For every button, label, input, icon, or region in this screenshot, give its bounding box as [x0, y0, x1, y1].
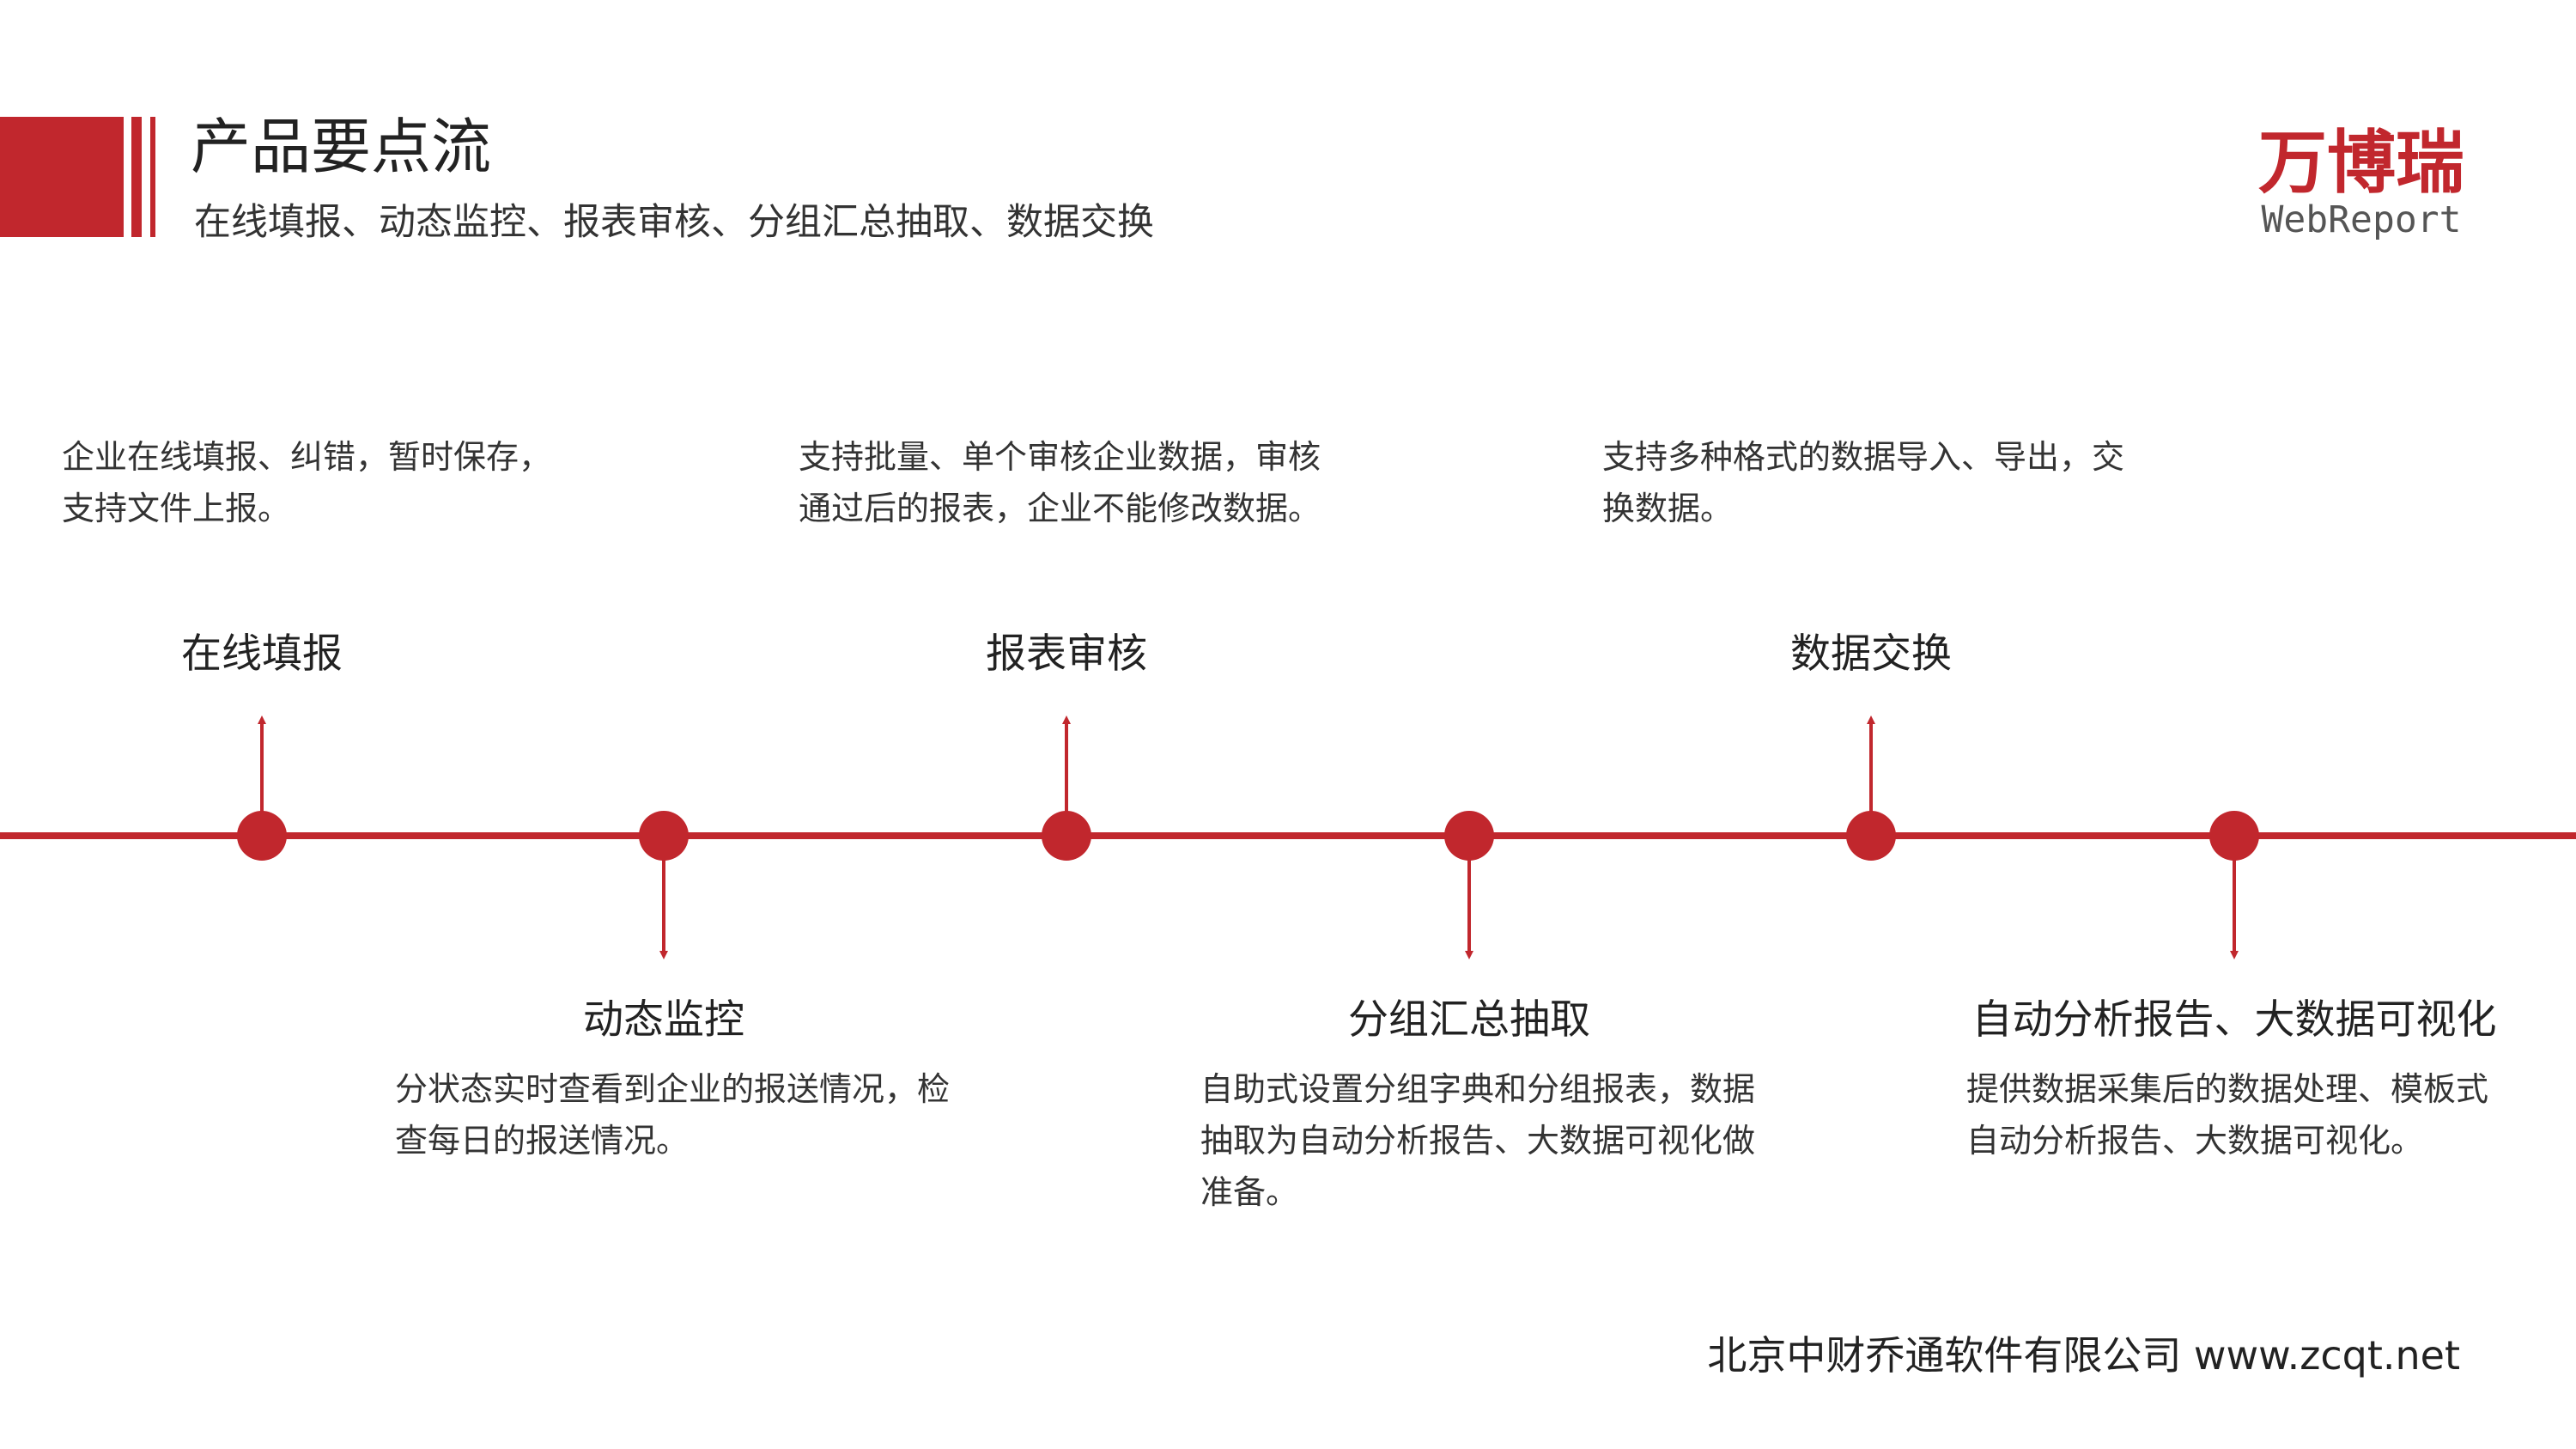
brand-logo-cn: 万博瑞	[2258, 123, 2464, 203]
page-subtitle: 在线填报、动态监控、报表审核、分组汇总抽取、数据交换	[194, 201, 1154, 244]
header-accent-bar-thin	[150, 117, 155, 237]
stage-desc-online-fill: 企业在线填报、纠错，暂时保存，支持文件上报。	[62, 438, 552, 527]
stage-title-online-fill: 在线填报	[181, 630, 343, 678]
stage-dot-5	[2209, 811, 2259, 861]
stage-title-auto-report: 自动分析报告、大数据可视化	[1971, 996, 2497, 1044]
stage-desc-monitoring: 分状态实时查看到企业的报送情况，检查每日的报送情况。	[395, 1070, 951, 1160]
stage-desc-auto-report: 提供数据采集后的数据处理、模板式自动分析报告、大数据可视化。	[1966, 1070, 2489, 1160]
page-title: 产品要点流	[191, 112, 491, 182]
stage-dot-3	[1444, 811, 1494, 861]
header-accent-block	[0, 117, 124, 237]
stage-dot-2	[1042, 811, 1091, 861]
stage-title-review: 报表审核	[986, 630, 1147, 678]
stage-dot-1	[639, 811, 689, 861]
stage-dot-4	[1846, 811, 1896, 861]
footer-company: 北京中财乔通软件有限公司 www.zcqt.net	[1707, 1332, 2460, 1379]
stage-title-data-exchange: 数据交换	[1790, 630, 1952, 678]
stage-desc-group-extract: 自助式设置分组字典和分组报表，数据抽取为自动分析报告、大数据可视化做准备。	[1200, 1070, 1756, 1211]
stage-desc-data-exchange: 支持多种格式的数据导入、导出，交换数据。	[1602, 438, 2125, 527]
stage-title-group-extract: 分组汇总抽取	[1348, 996, 1590, 1044]
brand-logo-en: WebReport	[2261, 198, 2462, 241]
header-accent-bar	[131, 117, 142, 237]
stage-desc-review: 支持批量、单个审核企业数据，审核通过后的报表，企业不能修改数据。	[799, 438, 1321, 527]
stage-title-monitoring: 动态监控	[583, 996, 744, 1044]
stage-dot-0	[237, 811, 287, 861]
